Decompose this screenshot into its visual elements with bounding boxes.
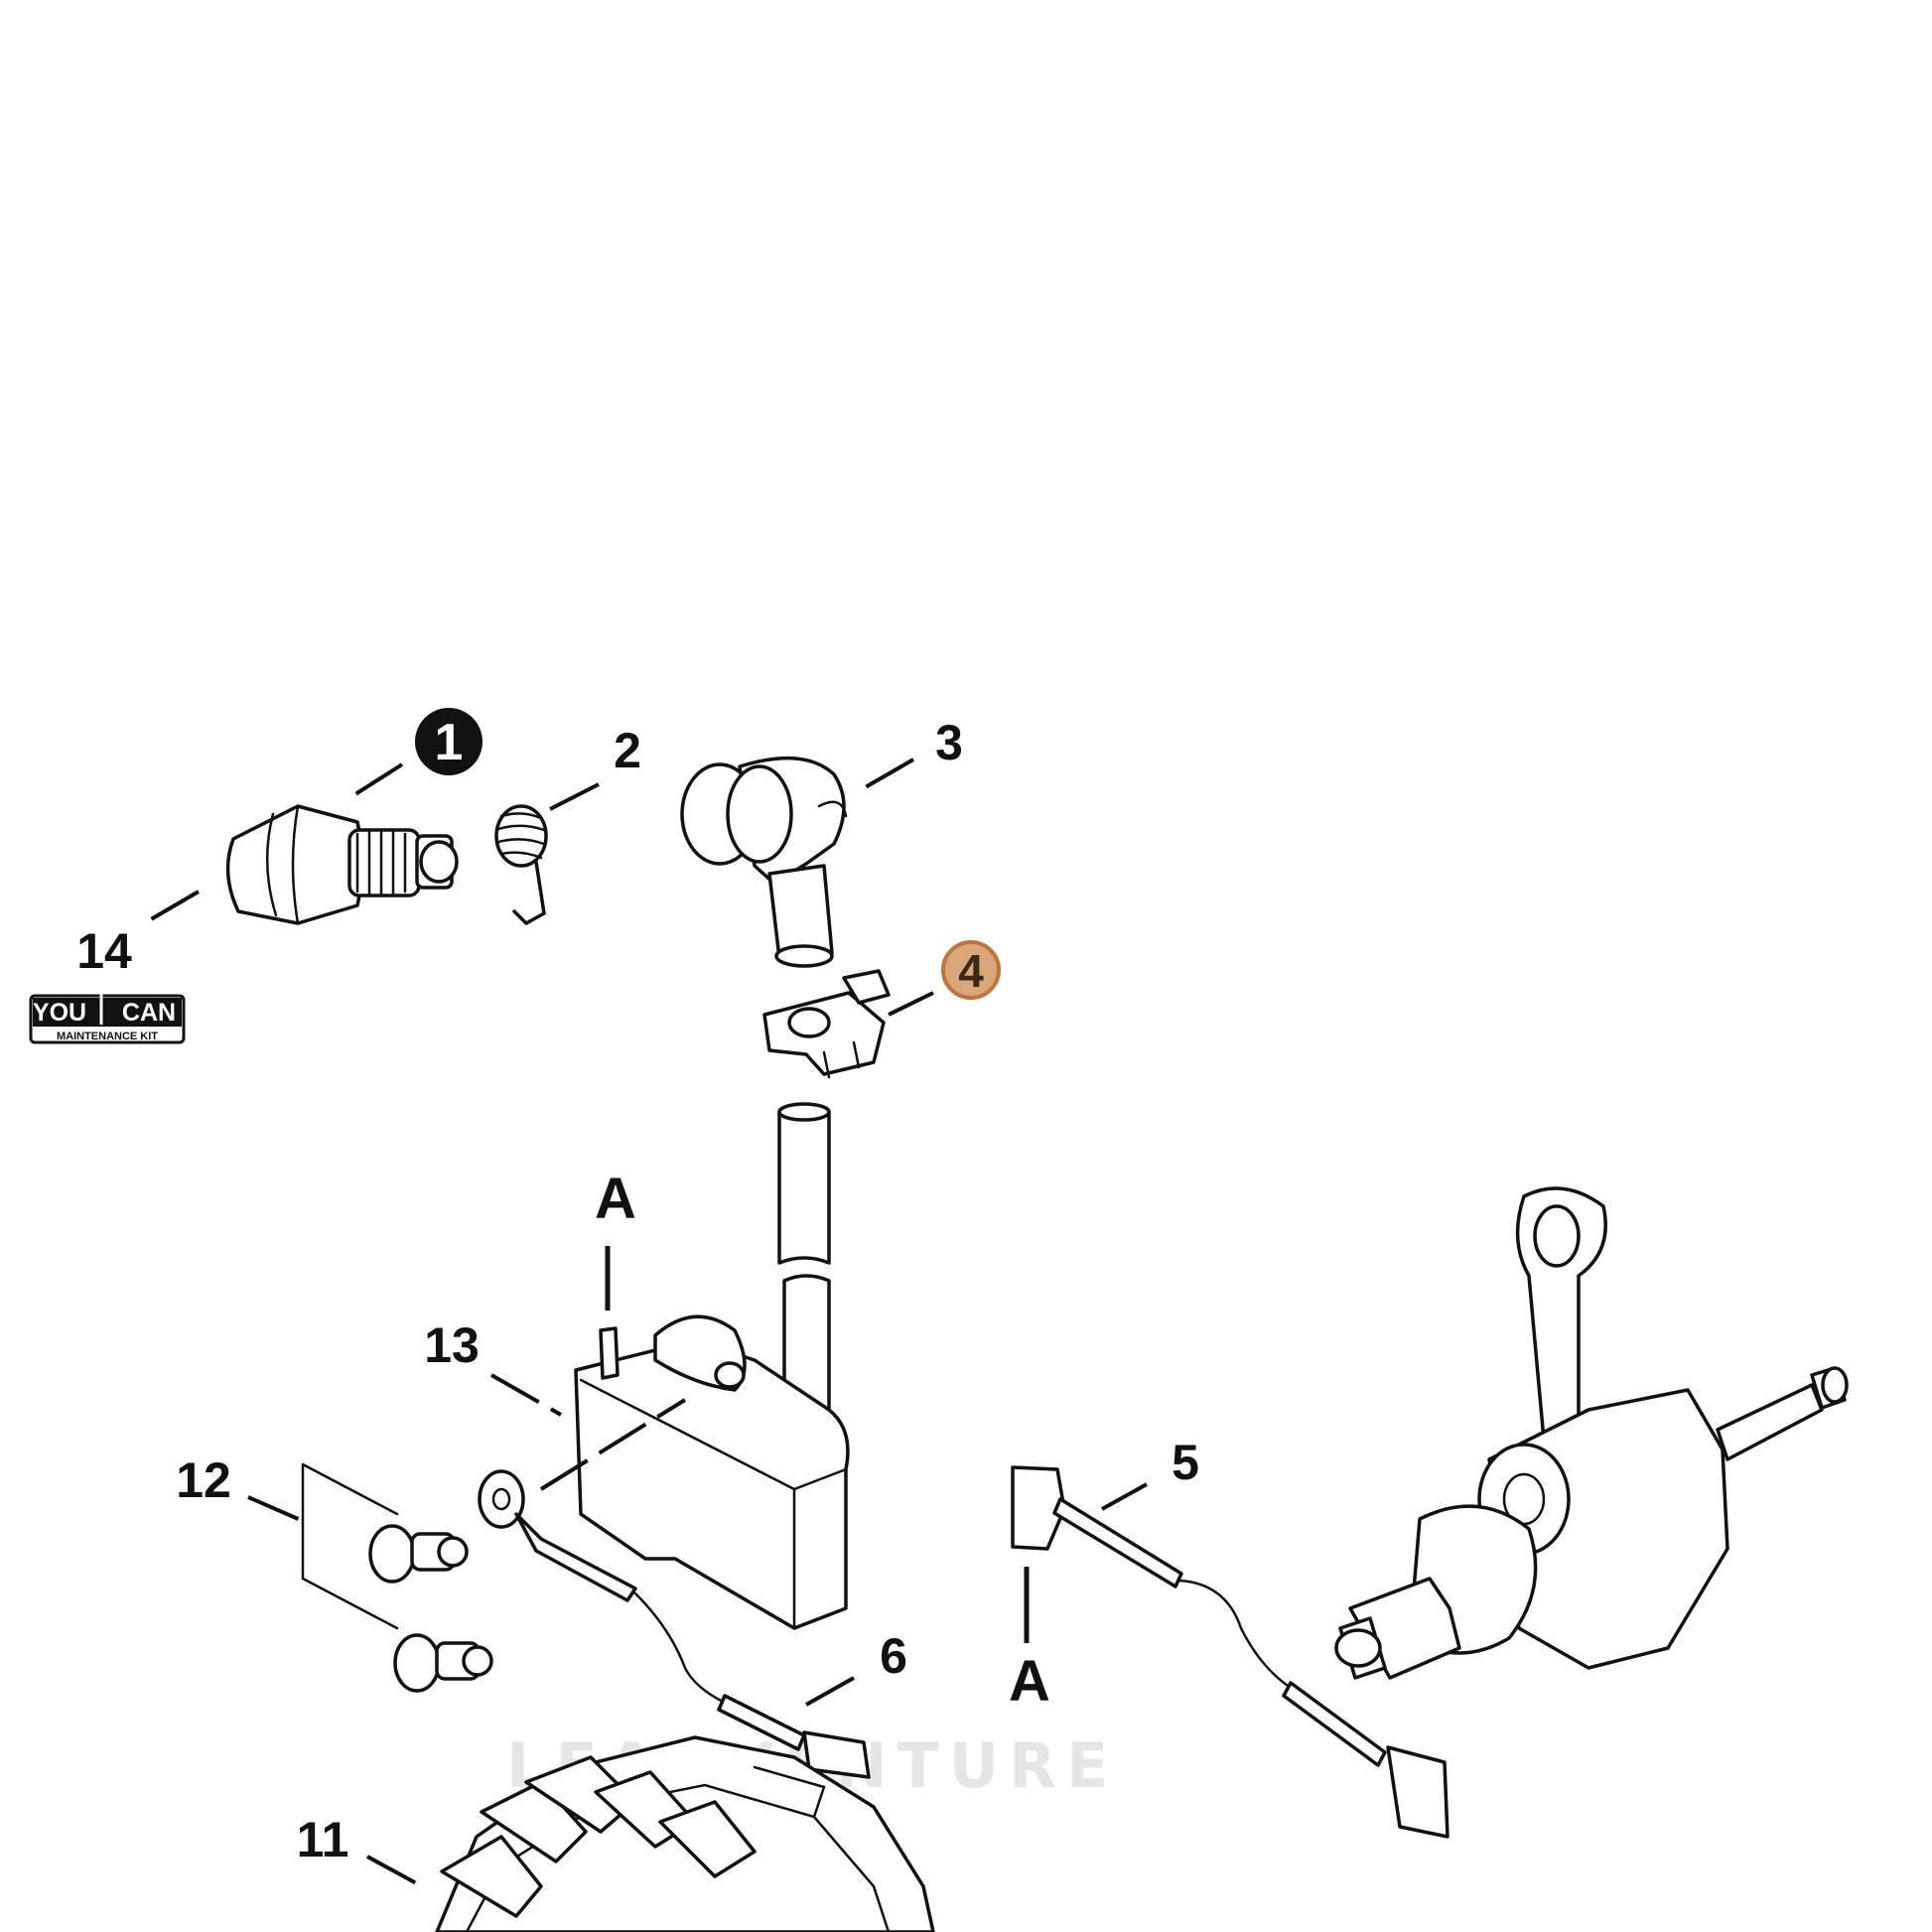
spring-part[interactable] xyxy=(494,804,548,925)
leader-6 xyxy=(805,1676,855,1707)
short-circuit-wire-part[interactable] xyxy=(1011,1465,1449,1839)
ignition-module-part[interactable] xyxy=(574,1314,850,1630)
callout-1-label: 1 xyxy=(435,714,464,771)
callout-13[interactable]: 13 xyxy=(424,1317,480,1373)
callout-14[interactable]: 14 xyxy=(76,923,132,979)
ground-wire-part[interactable] xyxy=(478,1469,871,1779)
leader-1 xyxy=(353,762,404,796)
leader-4 xyxy=(888,991,934,1017)
callout-4-label: 4 xyxy=(958,945,984,997)
callout-3[interactable]: 3 xyxy=(935,715,963,770)
kit-logo-can: CAN xyxy=(122,999,176,1027)
callout-1-badge xyxy=(415,708,483,775)
kit-logo-you: YOU xyxy=(33,999,86,1027)
flywheel-part[interactable] xyxy=(435,1735,935,1932)
wrench-icon xyxy=(95,988,107,1025)
ref-a-top: A xyxy=(595,1167,636,1231)
kit-logo-banner xyxy=(33,998,182,1027)
leader-ground-wire-axis xyxy=(539,1398,687,1491)
callout-5[interactable]: 5 xyxy=(1172,1435,1199,1490)
contact-clip-part[interactable] xyxy=(762,969,891,1079)
screw-upper-part[interactable] xyxy=(368,1524,469,1584)
crankshaft-part[interactable] xyxy=(1334,1186,1849,1680)
leader-5 xyxy=(1101,1482,1148,1511)
leader-11 xyxy=(366,1855,423,1888)
screw-lower-part[interactable] xyxy=(393,1633,493,1693)
callout-1[interactable]: 1 xyxy=(415,708,483,775)
leader-3 xyxy=(861,758,914,791)
kit-logo-subtitle: MAINTENANCE KIT xyxy=(57,1031,158,1042)
callout-11[interactable]: 11 xyxy=(297,1812,349,1867)
callout-4[interactable]: 4 xyxy=(941,940,1001,1000)
screw-bracket xyxy=(301,1462,399,1630)
leader-13 xyxy=(490,1373,562,1417)
spark-plug-part[interactable] xyxy=(225,804,459,925)
leader-2 xyxy=(547,782,600,812)
callout-4-highlight xyxy=(941,940,1001,1000)
spark-plug-boot-part[interactable] xyxy=(680,756,848,968)
callout-12[interactable]: 12 xyxy=(176,1452,231,1508)
callout-2[interactable]: 2 xyxy=(614,723,641,778)
callout-6[interactable]: 6 xyxy=(880,1628,907,1684)
leader-lines xyxy=(149,758,1148,1888)
leader-12 xyxy=(247,1495,304,1523)
maintenance-kit-logo: YOU CAN MAINTENANCE KIT xyxy=(29,988,186,1044)
ref-a-bottom: A xyxy=(1009,1649,1050,1714)
leader-14 xyxy=(149,890,201,921)
